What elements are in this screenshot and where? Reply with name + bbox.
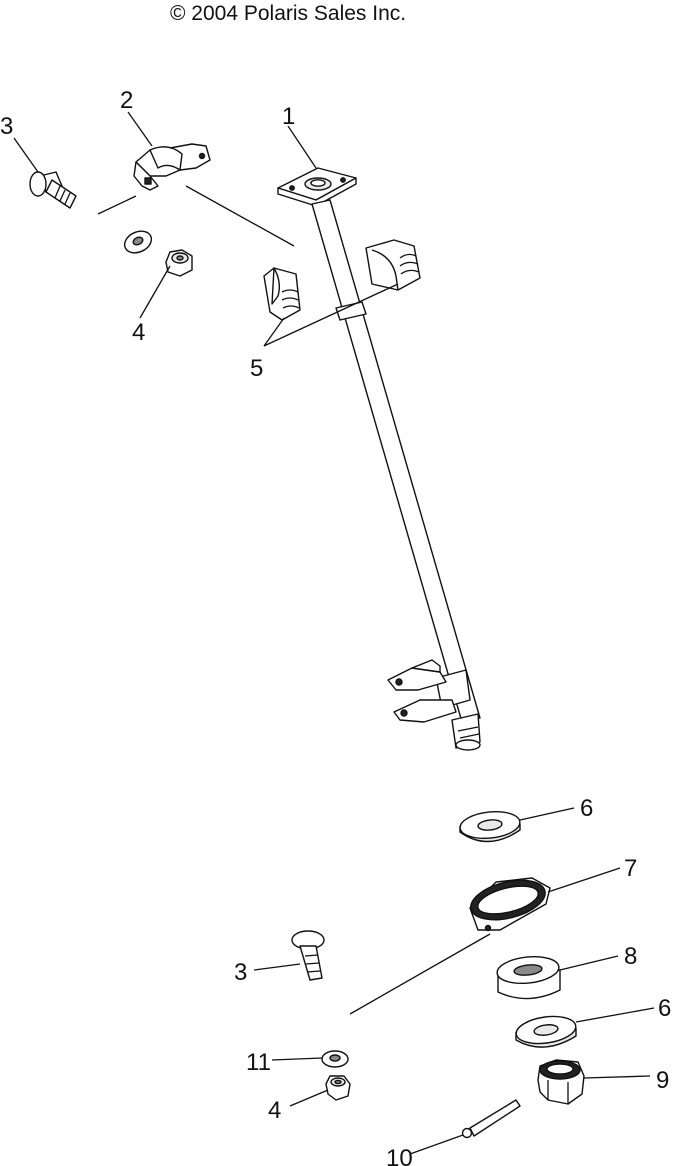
- nut-bottom: [325, 1075, 351, 1101]
- callout-4-bottom: 4: [268, 1097, 281, 1124]
- bushing-left: [263, 267, 301, 321]
- nut-top: [165, 249, 193, 277]
- callout-labels: 1 2 3 4 5 6 7 3 8 6 11 9 4 10: [0, 87, 671, 1166]
- callout-5: 5: [250, 355, 263, 382]
- bearing-cup-7: [469, 877, 551, 932]
- leader-lines: [13, 111, 655, 1155]
- pitman-arm-lower: [393, 699, 457, 723]
- callout-4-top: 4: [132, 319, 145, 346]
- washer-11: [321, 1050, 349, 1068]
- bolt-top: [29, 171, 77, 209]
- bushing-ring-8: [496, 955, 561, 1000]
- bolt-bottom: [291, 930, 325, 981]
- callout-7: 7: [624, 855, 637, 882]
- callout-3-top: 3: [0, 113, 13, 140]
- cotter-pin-10: [461, 1099, 521, 1139]
- callout-11: 11: [246, 1049, 271, 1076]
- washer-6-upper: [459, 810, 521, 843]
- copyright-text: © 2004 Polaris Sales Inc.: [170, 2, 407, 25]
- washer-6-lower: [515, 1015, 577, 1048]
- castle-nut-9: [537, 1059, 585, 1105]
- callout-1: 1: [282, 103, 295, 130]
- callout-8: 8: [624, 943, 637, 970]
- steering-post-shaft: [277, 167, 481, 751]
- bushing-right: [365, 239, 421, 291]
- callout-10: 10: [386, 1145, 413, 1166]
- callout-9: 9: [656, 1067, 669, 1094]
- callout-3-bottom: 3: [234, 959, 247, 986]
- callout-2: 2: [120, 87, 133, 114]
- washer-top: [123, 230, 153, 254]
- upper-bracket: [133, 143, 211, 191]
- callout-6-upper: 6: [580, 795, 593, 822]
- callout-6-lower: 6: [658, 995, 671, 1022]
- pitman-arm-upper: [387, 659, 447, 691]
